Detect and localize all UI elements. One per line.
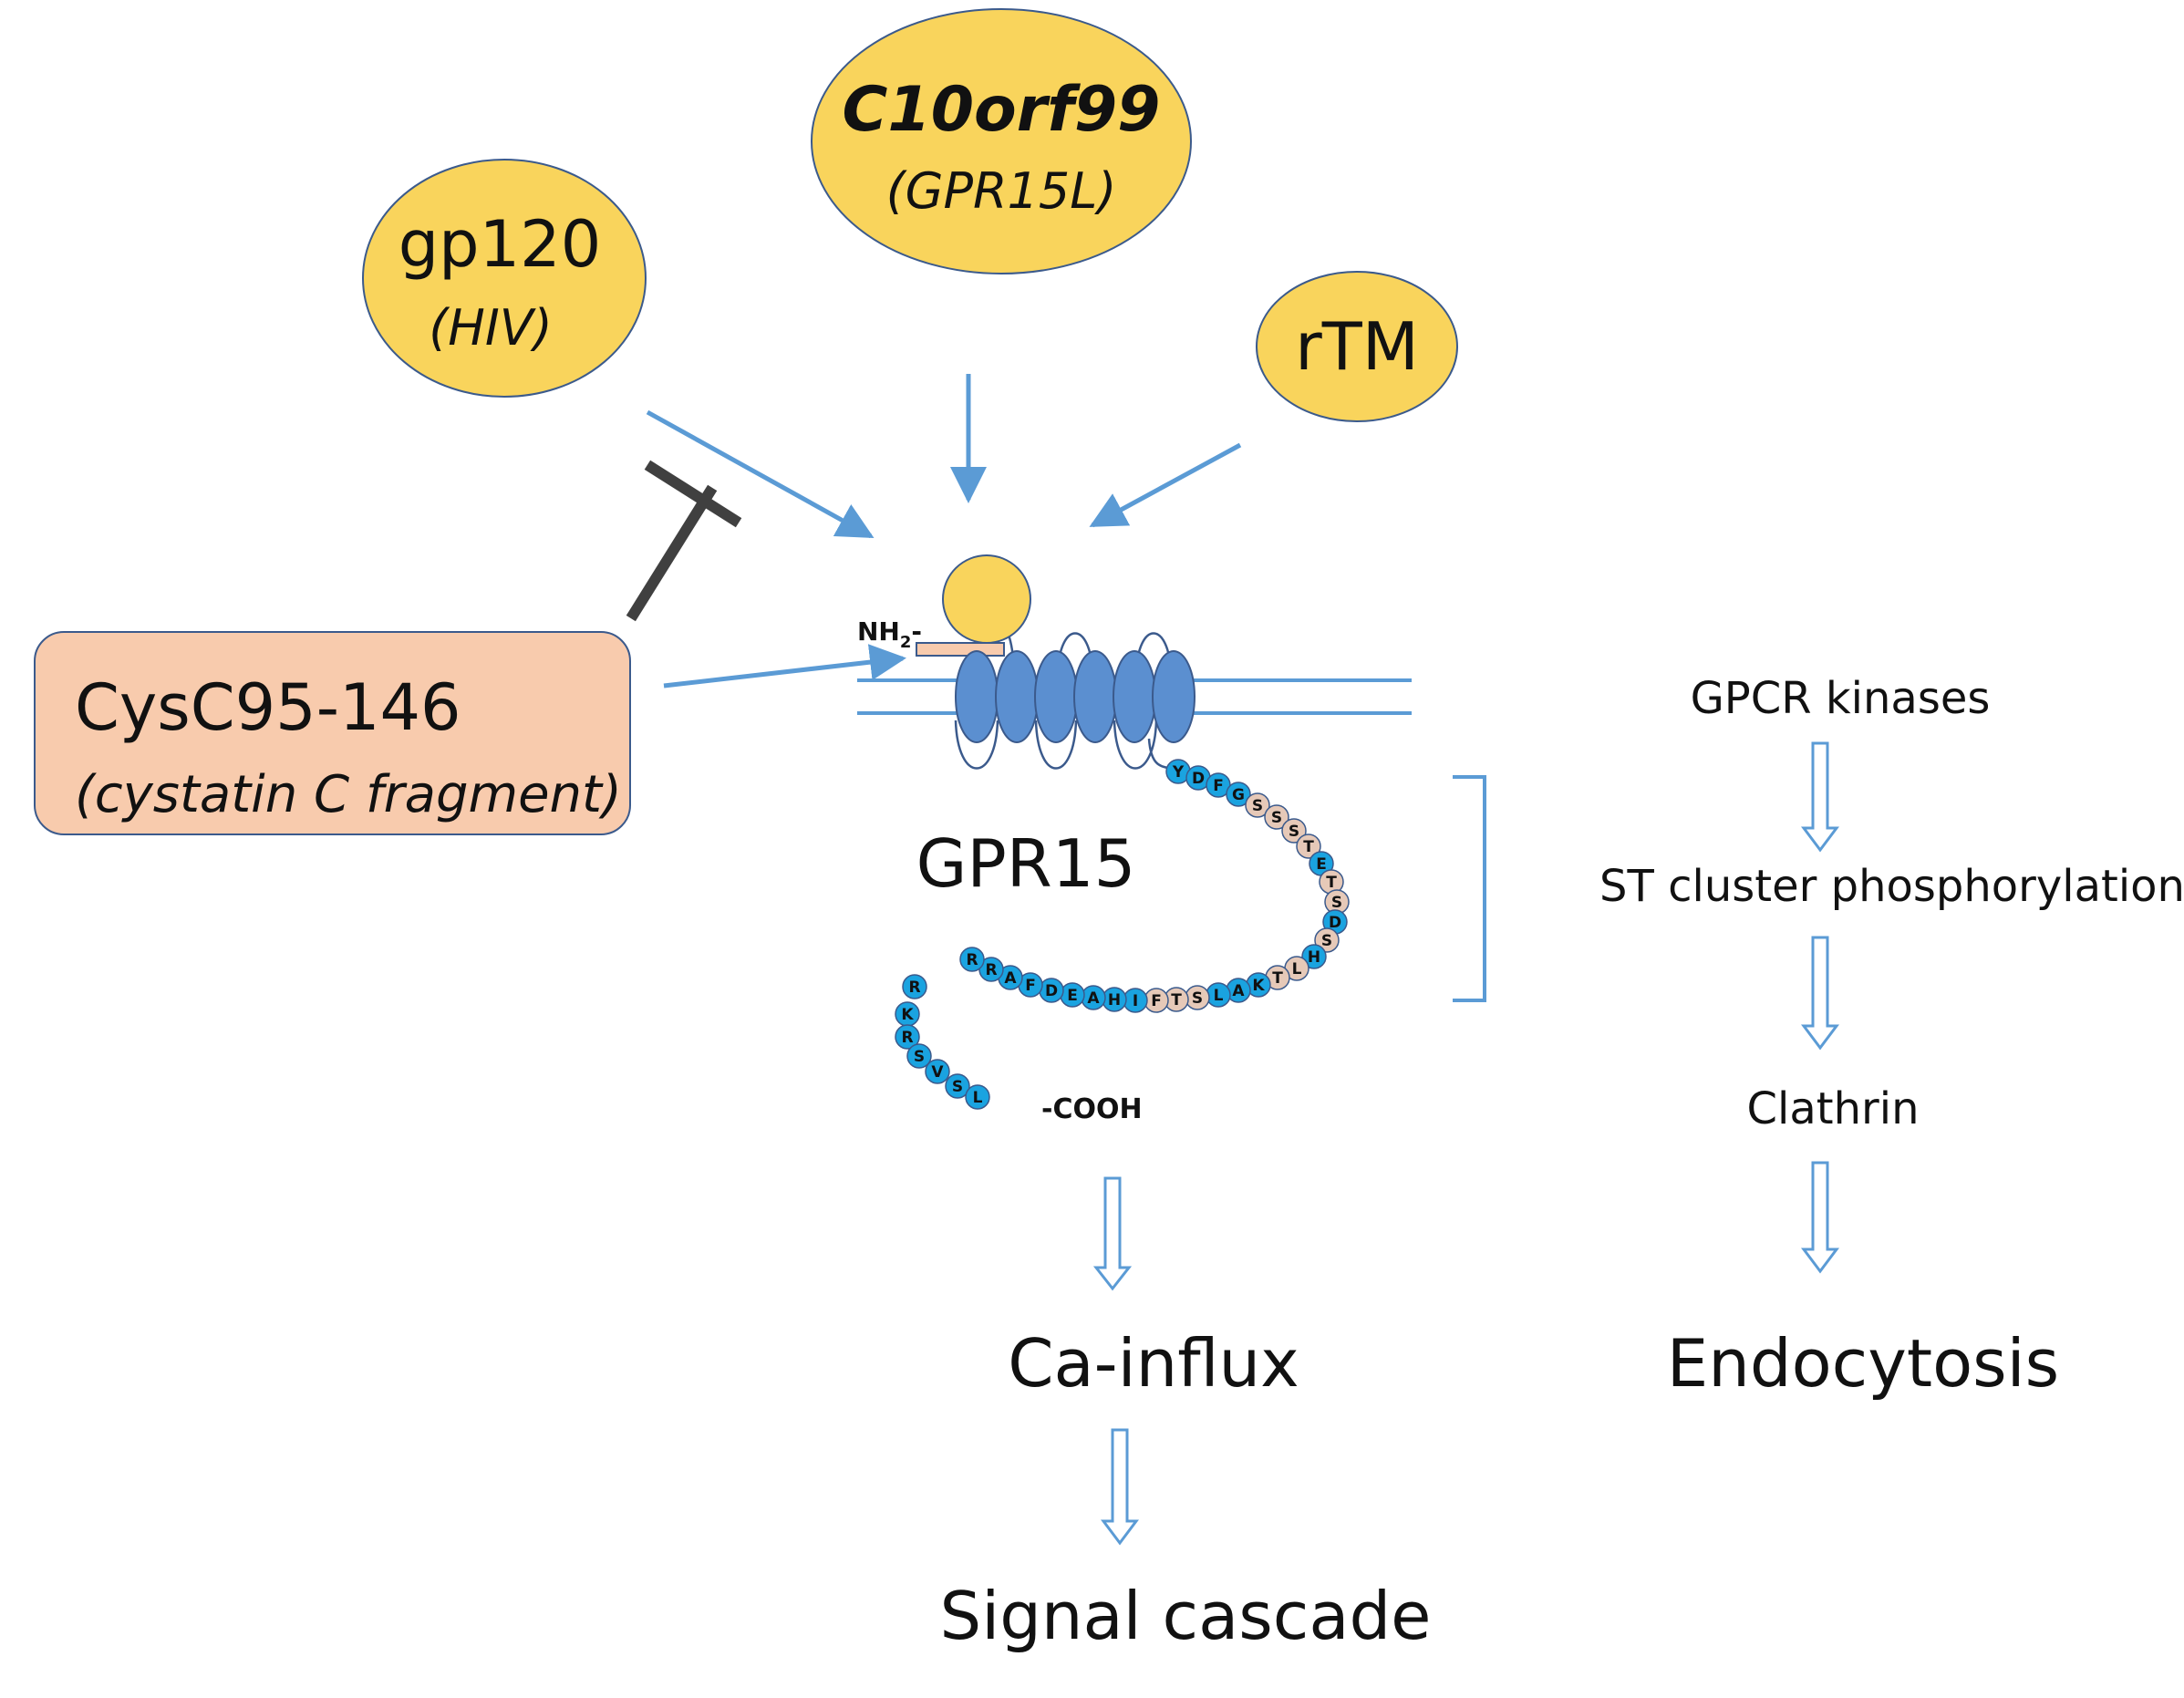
tail-residue-label-8: T (1303, 838, 1314, 856)
tail-residue-label-35: S (914, 1048, 925, 1066)
tail-residue-label-38: L (973, 1089, 983, 1107)
tail-residue-label-24: H (1108, 991, 1121, 1009)
tail-residue-34 (895, 1024, 920, 1050)
arrow-cysc-to-receptor (663, 644, 906, 689)
tail-residue-label-3: F (1213, 777, 1224, 795)
tail-residue-4 (1226, 782, 1251, 807)
ca-influx-label: Ca-influx (1008, 1325, 1299, 1402)
arrow-rtm-to-receptor (1089, 442, 1242, 528)
endocytosis-pathway: GPCR kinases ST cluster phosphorylation … (1599, 673, 2184, 1402)
tail-residue-label-18: A (1232, 982, 1245, 1000)
tail-residue-label-36: V (931, 1063, 944, 1082)
tail-residue-label-12: D (1329, 914, 1341, 932)
st-cluster-bracket (1453, 775, 1486, 1002)
tail-residue-label-15: L (1292, 960, 1302, 978)
tail-residue-5 (1245, 792, 1270, 818)
tail-residue-label-14: H (1308, 948, 1320, 967)
tail-residue-14 (1301, 944, 1327, 969)
tail-residue-label-31: R (966, 951, 978, 969)
tail-residue-label-16: T (1272, 969, 1283, 988)
tail-residue-35 (906, 1043, 932, 1069)
tail-residue-label-11: S (1331, 894, 1342, 912)
signal-cascade-label: Signal cascade (940, 1578, 1432, 1654)
ligand-gp120: gp120 (HIV) (362, 159, 647, 398)
tail-residue-label-28: F (1025, 977, 1036, 995)
tail-residue-label-29: A (1004, 969, 1017, 988)
hollow-arrow-to-clathrin (1801, 936, 1839, 1051)
ligand-c10orf99-name: C10orf99 (843, 74, 1161, 146)
tail-residue-32 (902, 974, 927, 999)
hollow-arrow-to-endocytosis (1801, 1161, 1839, 1274)
receptor-name: GPR15 (916, 825, 1136, 902)
tail-residue-label-21: T (1171, 991, 1182, 1009)
tail-residue-7 (1281, 818, 1307, 844)
transmembrane-helices (955, 650, 1196, 743)
endocytosis-label: Endocytosis (1667, 1325, 2059, 1402)
n-terminal-segment (916, 642, 1005, 657)
tail-residue-label-9: E (1316, 855, 1327, 874)
ligand-rtm: rTM (1256, 271, 1458, 422)
tail-residue-label-32: R (908, 978, 920, 997)
tail-residue-38 (965, 1084, 990, 1110)
tail-residue-label-26: E (1067, 987, 1078, 1005)
tail-residue-label-27: D (1045, 982, 1058, 1000)
intracellular-loops (954, 720, 1158, 770)
tail-residue-label-19: L (1214, 987, 1224, 1005)
tail-residue-label-4: G (1232, 786, 1245, 804)
tail-residue-31 (959, 947, 985, 972)
hollow-arrow-to-ca-influx (1092, 1176, 1133, 1291)
ligand-c10orf99-sub: (GPR15L) (886, 162, 1117, 220)
signal-pathway: Ca-influx Signal cascade (940, 1176, 1432, 1654)
tail-residue-label-7: S (1289, 823, 1299, 841)
hollow-arrow-to-signal-cascade (1101, 1428, 1139, 1546)
tail-residue-label-10: T (1326, 874, 1337, 892)
tail-residue-label-30: R (985, 961, 997, 979)
tail-residue-label-37: S (952, 1078, 963, 1096)
ligand-c10orf99: C10orf99 (GPR15L) (811, 8, 1192, 274)
st-cluster-phosphorylation-label: ST cluster phosphorylation (1599, 861, 2184, 912)
tail-residue-label-1: Y (1172, 763, 1185, 782)
ligand-rtm-name: rTM (1295, 308, 1419, 385)
tail-residue-label-5: S (1252, 797, 1263, 815)
tail-residue-label-22: F (1151, 992, 1162, 1010)
arrow-gp120-to-receptor (646, 409, 875, 539)
tail-residue-8 (1296, 833, 1321, 859)
c-terminus-label: -COOH (1041, 1093, 1143, 1125)
tail-residue-label-23: I (1133, 992, 1138, 1010)
tail-residue-36 (925, 1059, 950, 1084)
ligand-gp120-sub: (HIV) (429, 299, 553, 357)
ligand-gp120-name: gp120 (399, 207, 601, 282)
tail-residue-label-2: D (1192, 770, 1205, 788)
tail-residue-label-34: R (901, 1029, 913, 1047)
gpcr-kinases-label: GPCR kinases (1691, 673, 1991, 724)
tail-residue-label-13: S (1321, 932, 1332, 950)
tail-residue-label-33: K (901, 1006, 914, 1024)
tail-residue-37 (945, 1073, 970, 1099)
tail-residue-label-6: S (1271, 809, 1282, 827)
tail-residue-label-20: S (1192, 989, 1203, 1008)
bound-ligand-circle (942, 554, 1031, 644)
hollow-arrow-to-st-cluster (1801, 741, 1839, 853)
inhibition-symbol (626, 460, 742, 622)
n-terminus-label: NH2- (857, 616, 922, 652)
cysc-name: CysC95-146 (75, 670, 461, 745)
tail-residue-label-17: K (1252, 977, 1265, 995)
tail-residue-6 (1264, 804, 1289, 830)
clathrin-label: Clathrin (1747, 1083, 1920, 1134)
cysc-fragment-box: CysC95-146 (cystatin C fragment) (34, 631, 631, 835)
cysc-sub: (cystatin C fragment) (75, 765, 622, 824)
tail-residue-label-25: A (1087, 989, 1100, 1008)
